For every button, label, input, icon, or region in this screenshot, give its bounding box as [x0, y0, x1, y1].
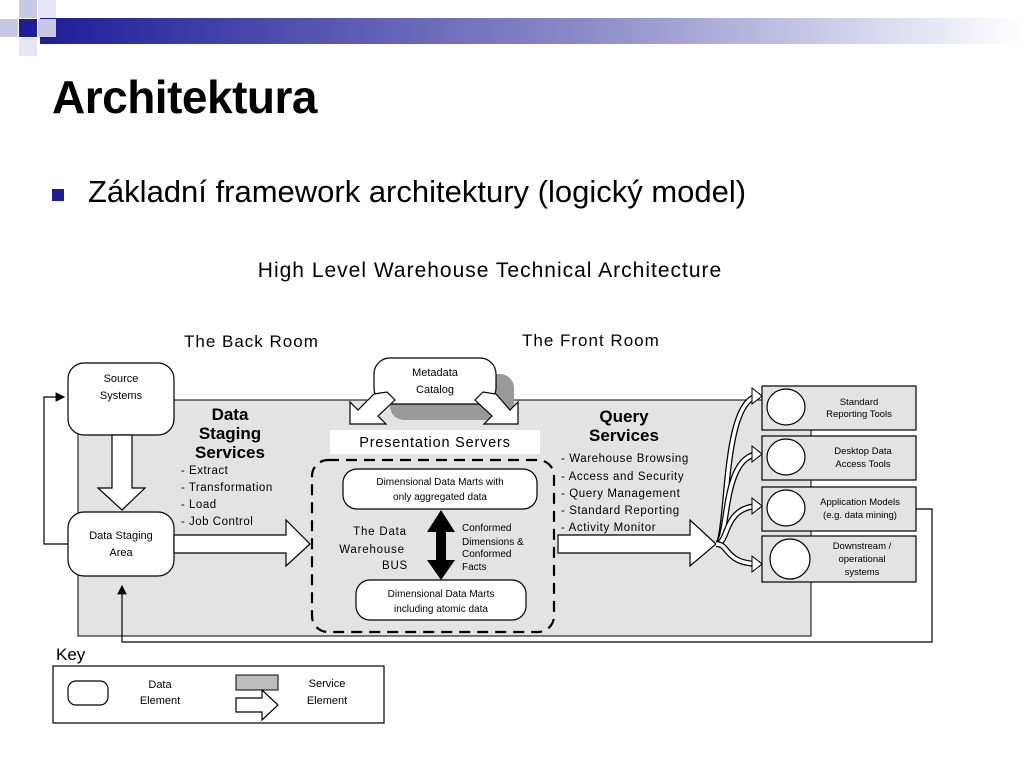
query-service-item: - Warehouse Browsing	[561, 453, 689, 465]
metadata-arrow-left	[349, 391, 396, 425]
key-service-element-label: Service	[309, 678, 346, 690]
presentation-servers-boundary	[310, 458, 556, 634]
dm-aggregated-label: only aggregated data	[393, 492, 487, 503]
fan-arrow-head	[751, 496, 763, 516]
key-service-element-label: Element	[307, 695, 347, 707]
query-service-item: - Activity Monitor	[561, 522, 656, 534]
query-services-title: Services	[589, 426, 659, 445]
key-title: Key	[56, 645, 86, 664]
query-service-item: - Standard Reporting	[561, 505, 680, 517]
dw-bus-label: BUS	[382, 560, 408, 572]
conformed-label: Dimensions &	[462, 537, 524, 548]
tool-label: systems	[845, 567, 880, 578]
staging-service-item: - Extract	[181, 465, 229, 477]
staging-service-item: - Load	[181, 499, 217, 511]
source-systems-label: Source	[104, 373, 139, 385]
presentation-servers-label: Presentation Servers	[359, 435, 510, 451]
metadata-arrow-right	[474, 391, 519, 425]
tool-label: Reporting Tools	[826, 409, 892, 420]
key-data-element-label: Element	[140, 695, 180, 707]
staging-services-title: Data	[212, 405, 249, 424]
staging-services-title: Staging	[199, 424, 261, 443]
dw-bus-label: The Data	[353, 526, 407, 538]
staging-area-label: Area	[109, 547, 133, 559]
staging-area-label: Data Staging	[89, 530, 153, 542]
tools-feedback-line	[117, 508, 933, 643]
metadata-catalog-box	[373, 357, 497, 405]
query-services-title: Query	[599, 407, 649, 426]
header-bar	[40, 18, 1024, 44]
presentation-servers-label-bg	[330, 430, 540, 454]
header-square	[0, 0, 18, 18]
staging-loop-line	[43, 392, 68, 545]
tool-label: Downstream /	[833, 541, 892, 552]
header-square	[19, 0, 37, 18]
header-square	[19, 19, 37, 37]
key-service-arrow-symbol	[235, 688, 279, 722]
tool-icon	[769, 538, 811, 580]
dm-aggregated-label: Dimensional Data Marts with	[376, 477, 503, 488]
metadata-label-line: Metadata	[412, 367, 459, 379]
dw-bus-label: Warehouse	[339, 544, 405, 556]
staging-service-item: - Job Control	[181, 516, 253, 528]
presentation-to-tools-arrow	[557, 518, 717, 568]
front-room-label: The Front Room	[522, 331, 660, 350]
metadata-label-line: Catalog	[416, 384, 454, 396]
page-title: Architektura	[52, 71, 317, 123]
dm-atomic-label: including atomic data	[394, 604, 488, 615]
tool-icon	[766, 388, 806, 426]
tool-icon	[766, 489, 806, 527]
query-service-item: - Access and Security	[561, 471, 684, 483]
staging-services-title: Services	[195, 443, 265, 462]
diagram-title: High Level Warehouse Technical Architect…	[257, 259, 723, 282]
source-to-staging-arrow	[96, 434, 147, 511]
tool-label: Access Tools	[835, 459, 891, 470]
key-data-element-label: Data	[148, 679, 172, 691]
header-square	[19, 38, 37, 56]
staging-to-presentation-arrow	[173, 518, 311, 568]
conformed-label: Facts	[462, 562, 486, 573]
data-staging-area-box	[67, 511, 175, 577]
source-systems-label: Systems	[100, 390, 143, 402]
header-square	[38, 19, 56, 37]
fan-arrow-head	[751, 554, 763, 574]
header-square	[0, 19, 18, 37]
staging-service-item: - Transformation	[181, 482, 273, 494]
tool-label: (e.g. data mining)	[823, 510, 897, 521]
tool-label: operational	[838, 554, 885, 565]
key-service-element-symbol	[235, 674, 279, 691]
tool-label: Standard	[840, 397, 879, 408]
back-room-label: The Back Room	[184, 332, 319, 351]
query-service-item: - Query Management	[561, 488, 681, 500]
fan-arrow-head	[751, 444, 763, 464]
fan-arrow-head	[751, 386, 763, 406]
dm-aggregated-box	[342, 468, 538, 510]
tool-label: Desktop Data	[834, 446, 892, 457]
header-square	[38, 0, 56, 18]
conformed-label: Conformed	[462, 523, 511, 534]
fan-arrow-fill	[715, 542, 761, 566]
tool-icon	[766, 438, 806, 476]
bullet-text: Základní framework architektury (logický…	[88, 174, 747, 209]
bullet-marker	[52, 189, 64, 201]
tool-label: Application Models	[820, 497, 900, 508]
conformed-label: Conformed	[462, 549, 511, 560]
key-data-element-symbol	[67, 680, 109, 706]
dm-atomic-label: Dimensional Data Marts	[388, 589, 495, 600]
header-decoration	[0, 0, 1024, 56]
bus-double-arrow	[427, 510, 455, 580]
